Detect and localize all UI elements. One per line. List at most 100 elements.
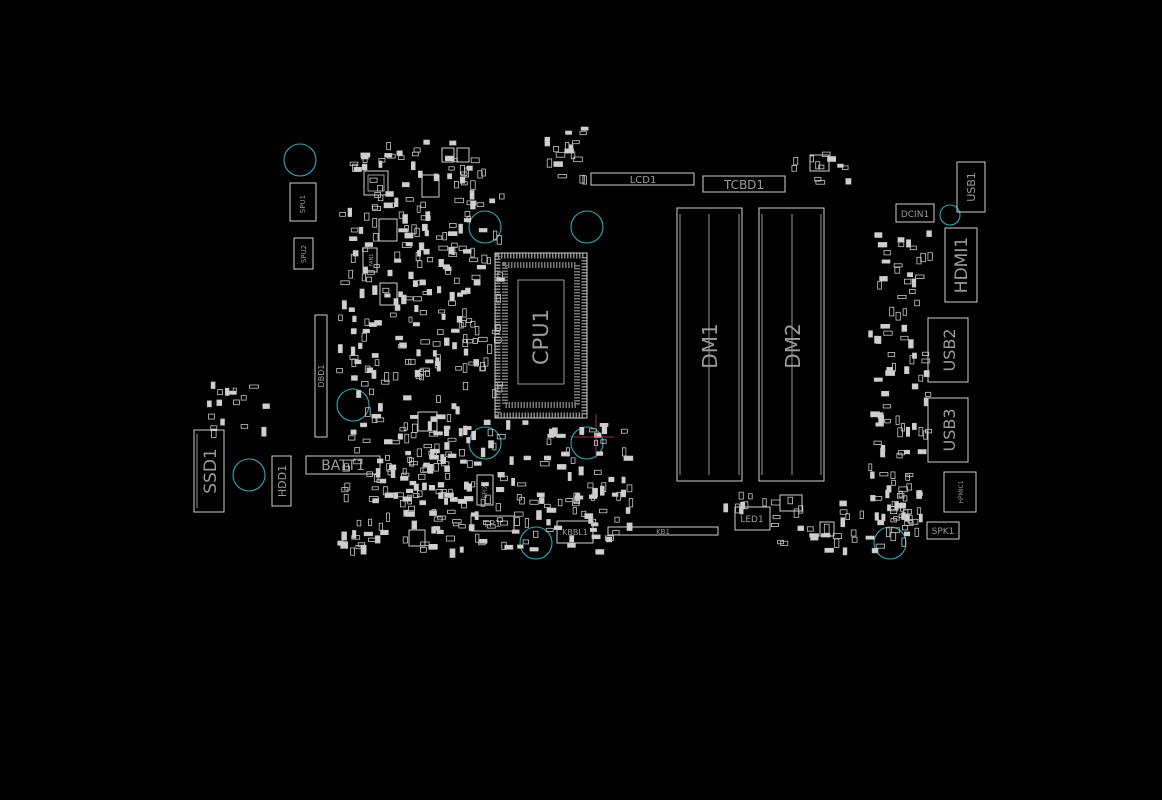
usb3-connector[interactable]: USB3	[927, 397, 969, 463]
ssd1-connector[interactable]: SSD1	[193, 429, 225, 513]
mounting-hole[interactable]	[232, 458, 266, 492]
smd-part	[626, 522, 633, 531]
smd-part	[220, 418, 225, 426]
hpmic1-connector[interactable]: HPMIC1	[943, 471, 977, 513]
smd-part	[416, 349, 421, 357]
smd-part	[435, 414, 446, 420]
smd-part	[402, 536, 408, 544]
hdmi1-label: HDMI1	[952, 237, 972, 293]
smd-part	[472, 337, 478, 344]
smd-part	[356, 519, 362, 527]
kb1-connector[interactable]: KB1	[607, 526, 719, 536]
smd-part	[903, 509, 912, 515]
dbd1-connector[interactable]: DBD1	[314, 314, 328, 438]
smd-part	[432, 350, 437, 357]
smd-part	[823, 523, 830, 534]
smd-part	[499, 193, 505, 200]
smd-part	[569, 535, 575, 543]
smd-part	[921, 358, 931, 364]
cursor-crosshair	[570, 414, 614, 458]
smd-part	[612, 530, 620, 536]
smd-part	[486, 524, 496, 529]
smd-part	[429, 455, 439, 460]
smd-part	[621, 428, 628, 434]
smd-part	[845, 513, 850, 521]
smd-part	[473, 461, 482, 466]
smd-part	[477, 336, 488, 342]
smd-part	[456, 315, 463, 323]
smd-part	[409, 414, 419, 419]
smd-part	[451, 158, 458, 163]
smd-part	[496, 277, 505, 282]
smd-part	[423, 139, 430, 145]
smd-part	[360, 422, 367, 428]
mounting-hole[interactable]	[570, 210, 604, 244]
smd-part	[402, 496, 412, 502]
dm1-component[interactable]: DM1	[676, 207, 743, 482]
spu1-chip[interactable]: SPU1	[289, 182, 317, 222]
smd-part	[217, 389, 223, 396]
spu2-chip[interactable]: SPU2	[293, 237, 314, 270]
smd-part	[516, 494, 522, 501]
kbbl1-connector[interactable]: KBBL1	[556, 520, 594, 544]
hdmi1-connector[interactable]: HDMI1	[944, 227, 978, 303]
smd-part	[352, 315, 357, 323]
smd-part	[821, 533, 831, 538]
dm2-component[interactable]: DM2	[758, 207, 825, 482]
spk1-connector[interactable]: SPK1	[926, 521, 960, 540]
smd-part	[492, 389, 497, 399]
usb1-connector[interactable]: USB1	[956, 161, 986, 213]
smd-part	[851, 536, 858, 543]
mounting-hole[interactable]	[283, 143, 317, 177]
mounting-hole[interactable]	[939, 204, 961, 226]
smd-part	[497, 471, 505, 478]
smd-part	[350, 253, 356, 263]
lcd1-connector[interactable]: LCD1	[590, 172, 695, 186]
smd-part	[462, 249, 472, 254]
smd-part	[366, 276, 372, 283]
smd-part	[397, 433, 403, 440]
smd-part	[845, 178, 852, 185]
smd-part	[877, 519, 885, 526]
smd-part	[902, 525, 909, 531]
hdd1-connector[interactable]: HDD1	[271, 455, 292, 507]
smd-part	[460, 459, 467, 464]
smd-part	[365, 407, 371, 417]
smd-part	[341, 541, 348, 547]
smd-part	[437, 482, 445, 488]
dcin1-label: DCIN1	[901, 210, 929, 220]
smd-part	[438, 258, 444, 267]
smd-part	[536, 492, 545, 497]
smd-part	[384, 492, 394, 498]
smd-part	[815, 180, 826, 185]
smd-part	[881, 259, 891, 264]
smd-part	[208, 413, 215, 420]
smd-part	[842, 165, 849, 170]
smd-part	[553, 161, 563, 167]
smd-part	[914, 527, 920, 537]
mounting-hole[interactable]	[519, 526, 553, 560]
smd-part	[426, 288, 433, 296]
smd-part	[925, 391, 932, 397]
smd-part	[342, 465, 350, 472]
smd-part	[522, 420, 529, 425]
smd-part	[427, 463, 434, 474]
fan1-connector[interactable]: FAN1	[362, 247, 378, 273]
tcbd1-connector[interactable]: TCBD1	[702, 175, 786, 193]
cpu1-component[interactable]: CPU1	[494, 252, 588, 419]
smd-part	[579, 174, 585, 184]
mounting-hole[interactable]	[336, 388, 370, 422]
smd-part	[832, 533, 842, 540]
usb2-connector[interactable]: USB2	[927, 317, 969, 383]
smd-part	[483, 419, 491, 426]
spu1-label: SPU1	[299, 195, 307, 213]
mounting-hole[interactable]	[468, 210, 502, 244]
smd-part	[842, 547, 848, 556]
smd-part	[447, 173, 453, 180]
smd-part	[415, 373, 422, 380]
smd-part	[413, 483, 419, 491]
led1-component[interactable]: LED1	[734, 506, 771, 531]
dcin1-connector[interactable]: DCIN1	[895, 203, 935, 223]
smd-part	[554, 525, 563, 530]
